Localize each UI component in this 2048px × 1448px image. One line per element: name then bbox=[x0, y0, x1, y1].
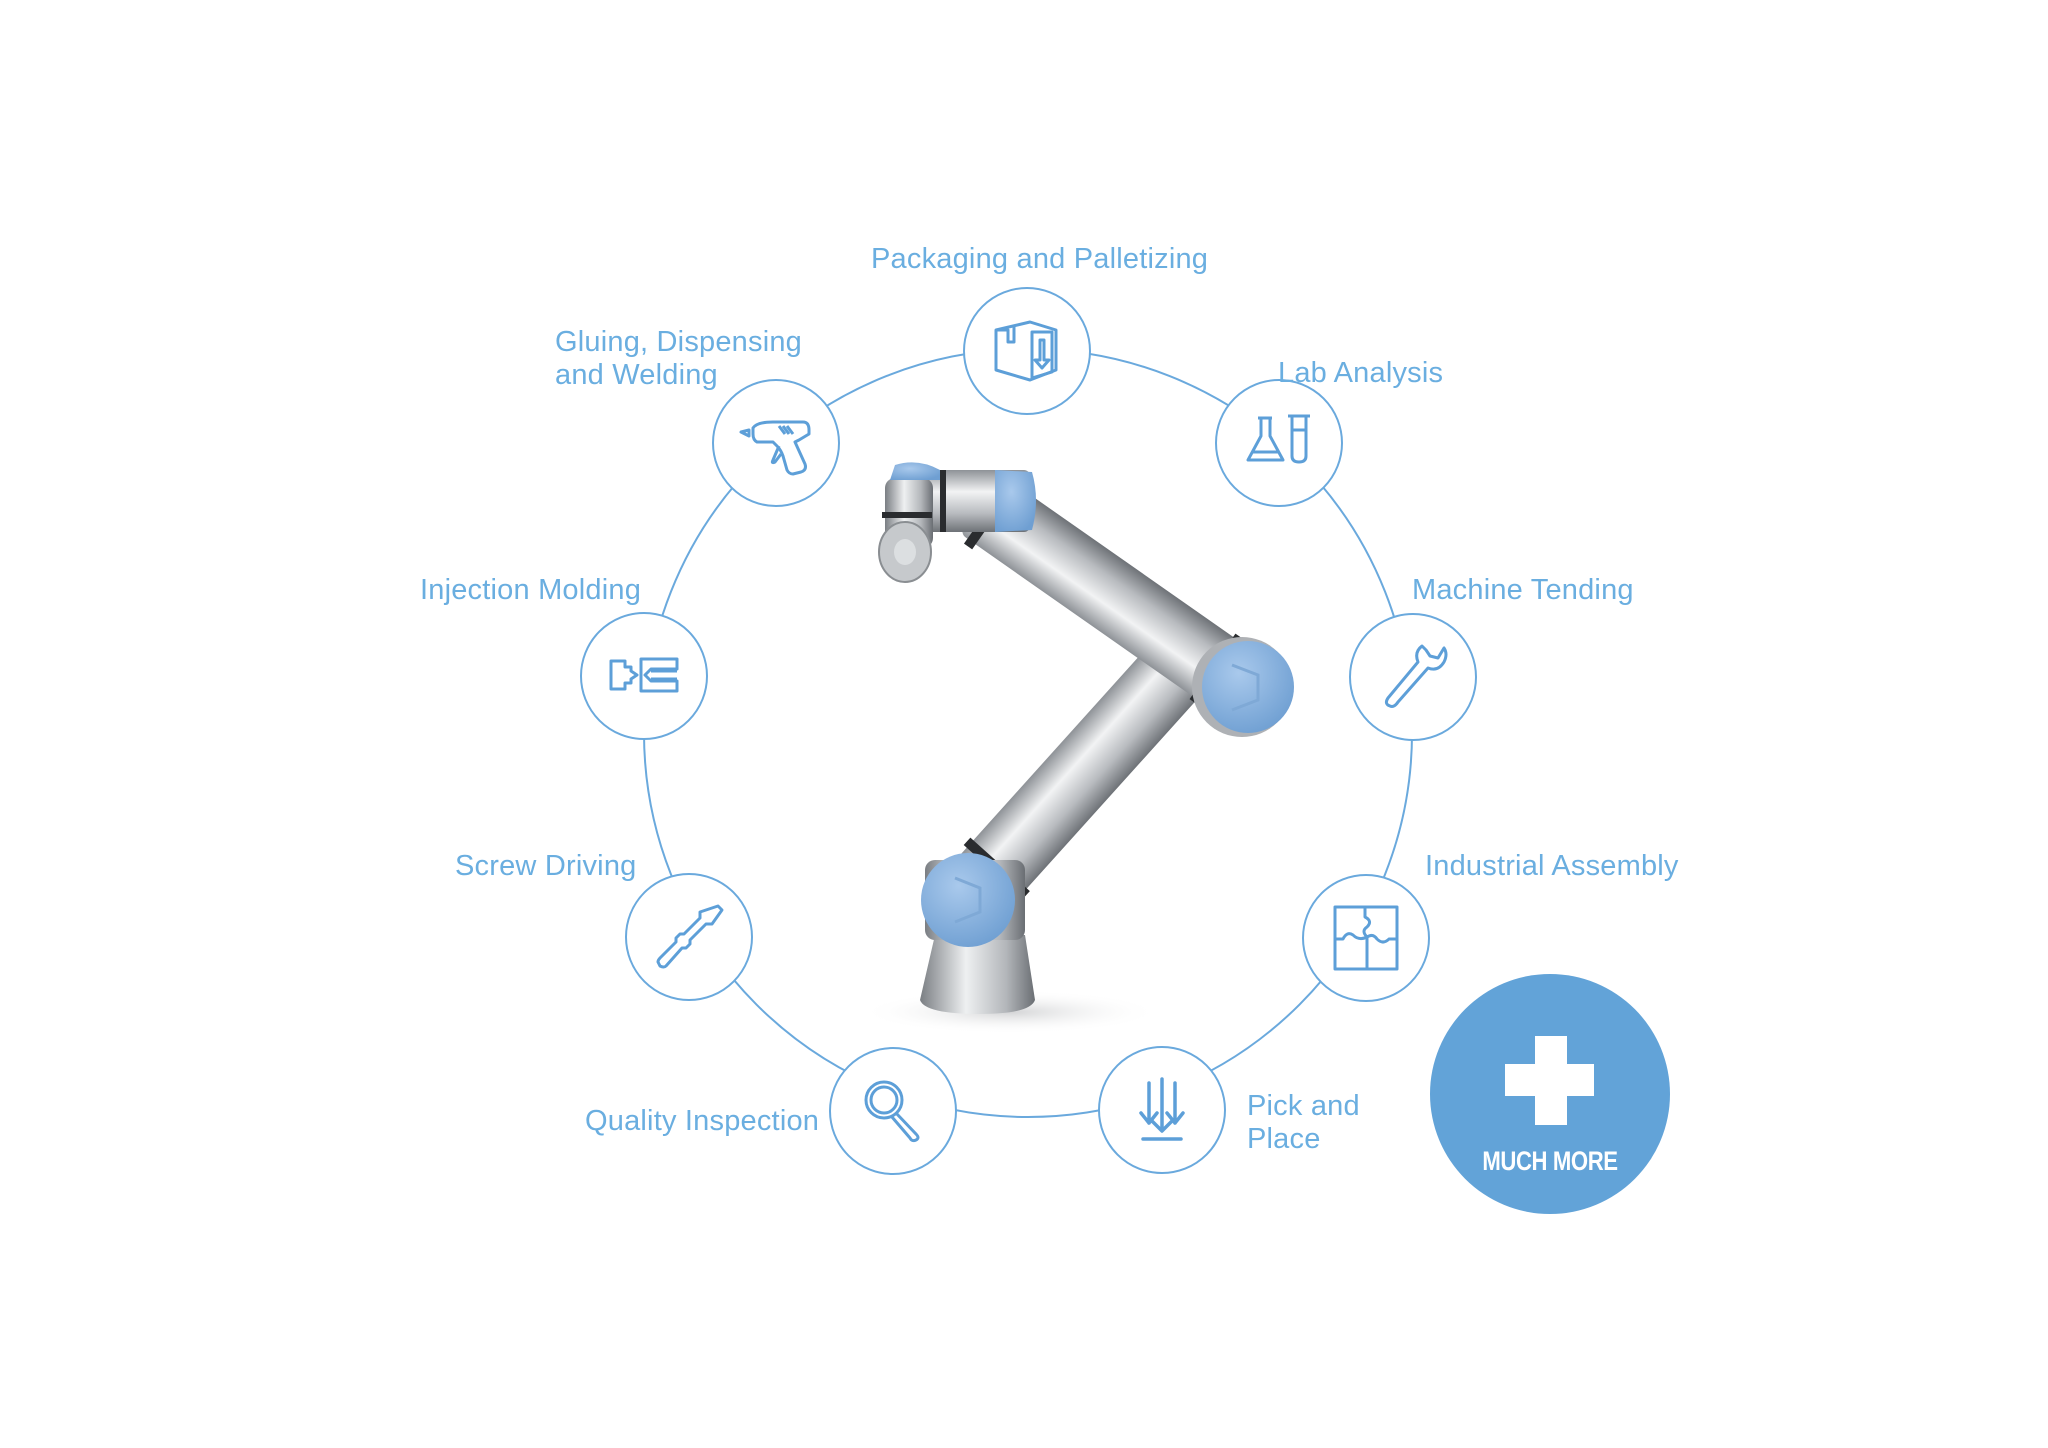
app-label-lab-analysis[interactable]: Lab Analysis bbox=[1278, 357, 1444, 389]
app-node-pick-and-place[interactable] bbox=[1098, 1046, 1226, 1174]
glue-gun-icon bbox=[739, 420, 811, 476]
app-node-machine-tending[interactable] bbox=[1349, 613, 1477, 741]
app-label-gluing-dispensing-welding[interactable]: Gluing, Dispensing and Welding bbox=[555, 326, 802, 392]
app-label-quality-inspection[interactable]: Quality Inspection bbox=[585, 1105, 820, 1137]
box-down-arrow-icon bbox=[994, 320, 1058, 382]
much-more-label: MUCH MORE bbox=[1482, 1146, 1618, 1176]
puzzle-icon bbox=[1333, 905, 1399, 971]
app-label-gluing-line2: and Welding bbox=[555, 359, 718, 391]
app-node-lab-analysis[interactable] bbox=[1215, 379, 1343, 507]
app-label-industrial-assembly[interactable]: Industrial Assembly bbox=[1425, 850, 1679, 882]
app-node-packaging[interactable] bbox=[963, 287, 1091, 415]
magnifier-icon bbox=[864, 1080, 920, 1143]
app-label-screw-driving[interactable]: Screw Driving bbox=[455, 850, 637, 882]
app-label-pick-and-place[interactable]: Pick and Place bbox=[1247, 1090, 1360, 1156]
app-node-quality-inspection[interactable] bbox=[829, 1047, 957, 1175]
app-node-industrial-assembly[interactable] bbox=[1302, 874, 1430, 1002]
much-more-button[interactable]: MUCH MORE bbox=[1430, 974, 1670, 1214]
app-label-pick-line2: Place bbox=[1247, 1123, 1321, 1155]
flask-test-tube-icon bbox=[1246, 414, 1310, 464]
app-node-gluing-dispensing-welding[interactable] bbox=[712, 379, 840, 507]
app-label-pick-line1: Pick and bbox=[1247, 1090, 1360, 1122]
down-arrows-icon bbox=[1139, 1077, 1185, 1141]
injection-mold-icon bbox=[609, 657, 679, 693]
app-label-injection-molding[interactable]: Injection Molding bbox=[420, 574, 642, 606]
app-label-packaging[interactable]: Packaging and Palletizing bbox=[871, 243, 1209, 275]
app-label-gluing-line1: Gluing, Dispensing bbox=[555, 326, 803, 358]
app-node-screw-driving[interactable] bbox=[625, 873, 753, 1001]
screwdriver-icon bbox=[656, 904, 724, 969]
app-node-injection-molding[interactable] bbox=[580, 612, 708, 740]
app-label-machine-tending[interactable]: Machine Tending bbox=[1412, 574, 1634, 606]
wrench-icon bbox=[1384, 644, 1448, 708]
